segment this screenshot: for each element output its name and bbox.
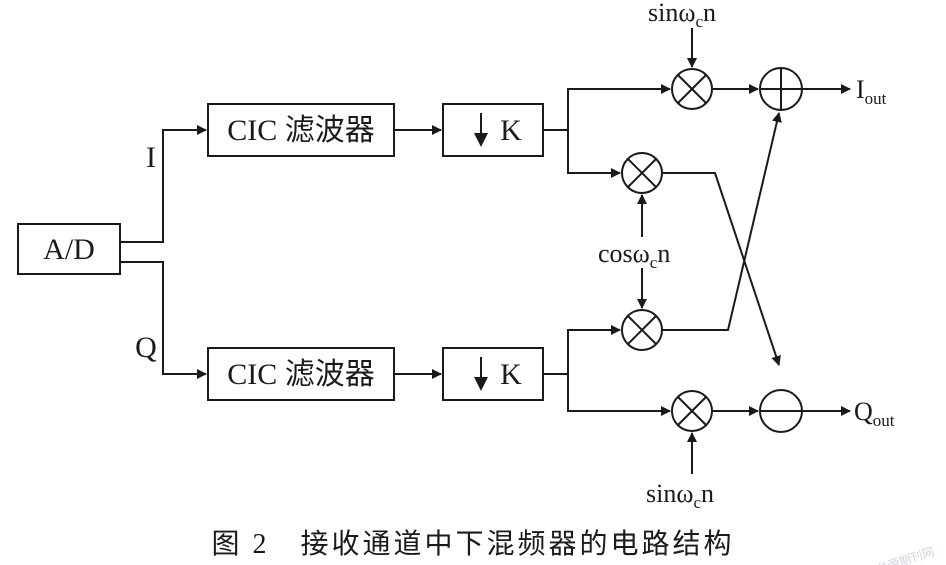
mixer-i-cos — [621, 152, 663, 194]
adder — [759, 67, 803, 111]
i-out-label: Iout — [856, 75, 887, 108]
cic-filter-i-label: CIC 滤波器 — [227, 114, 375, 147]
q-out-label: Qout — [854, 397, 895, 430]
down-arrow-icon — [474, 377, 488, 391]
ad-converter-block: A/D — [17, 223, 121, 275]
cos-mid-label: cosωcn — [598, 239, 670, 272]
sin-bottom-label: sinωcn — [646, 479, 714, 512]
down-arrow-icon — [474, 133, 488, 147]
mixer-q-cos — [621, 309, 663, 351]
cic-filter-i-block: CIC 滤波器 — [207, 103, 395, 157]
cross-wire-to-adder — [662, 112, 782, 331]
downsample-i-block: K — [442, 103, 544, 157]
watermark: 龙源期刊网 — [875, 545, 936, 565]
sin-top-label: sinωcn — [648, 0, 716, 31]
down-q-to-mixers-wires — [543, 325, 671, 416]
subtractor — [759, 389, 803, 433]
cross-wire-to-subtractor — [662, 172, 781, 366]
ad-to-cic-wires — [120, 125, 207, 379]
downsample-q-block: K — [442, 347, 544, 401]
figure-caption: 图 2 接收通道中下混频器的电路结构 — [211, 528, 734, 560]
mixer-q-sin — [671, 390, 713, 432]
branch-q-label: Q — [135, 331, 157, 364]
downsample-q-label: K — [500, 358, 522, 391]
cic-filter-q-block: CIC 滤波器 — [207, 347, 395, 401]
mixer-i-sin — [671, 68, 713, 110]
cic-filter-q-label: CIC 滤波器 — [227, 358, 375, 391]
branch-i-label: I — [146, 141, 156, 174]
downsample-i-label: K — [500, 114, 522, 147]
ad-label: A/D — [43, 233, 95, 266]
down-i-to-mixers-wires — [543, 84, 671, 178]
